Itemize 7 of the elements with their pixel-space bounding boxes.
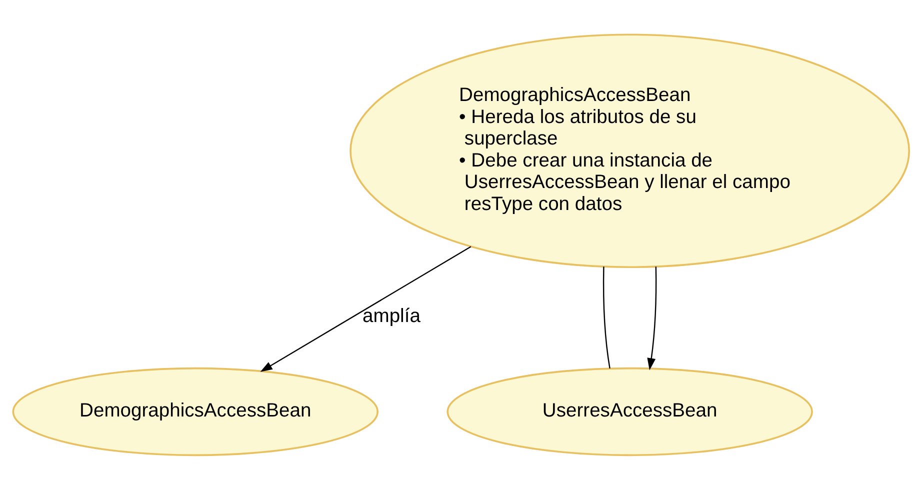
edge-label: amplía — [362, 306, 420, 328]
arrow — [647, 266, 657, 370]
node-ellipse: DemographicsAccessBean • Hereda los atributos de su superclase • Debe crear una instancia de UserresAccessBean y llenar el campo resType con datos — [350, 34, 910, 268]
node-ellipse: DemographicsAccessBean — [12, 367, 378, 456]
arrow — [260, 246, 472, 372]
node-ellipse: UserresAccessBean — [446, 367, 813, 456]
connector — [602, 266, 610, 369]
